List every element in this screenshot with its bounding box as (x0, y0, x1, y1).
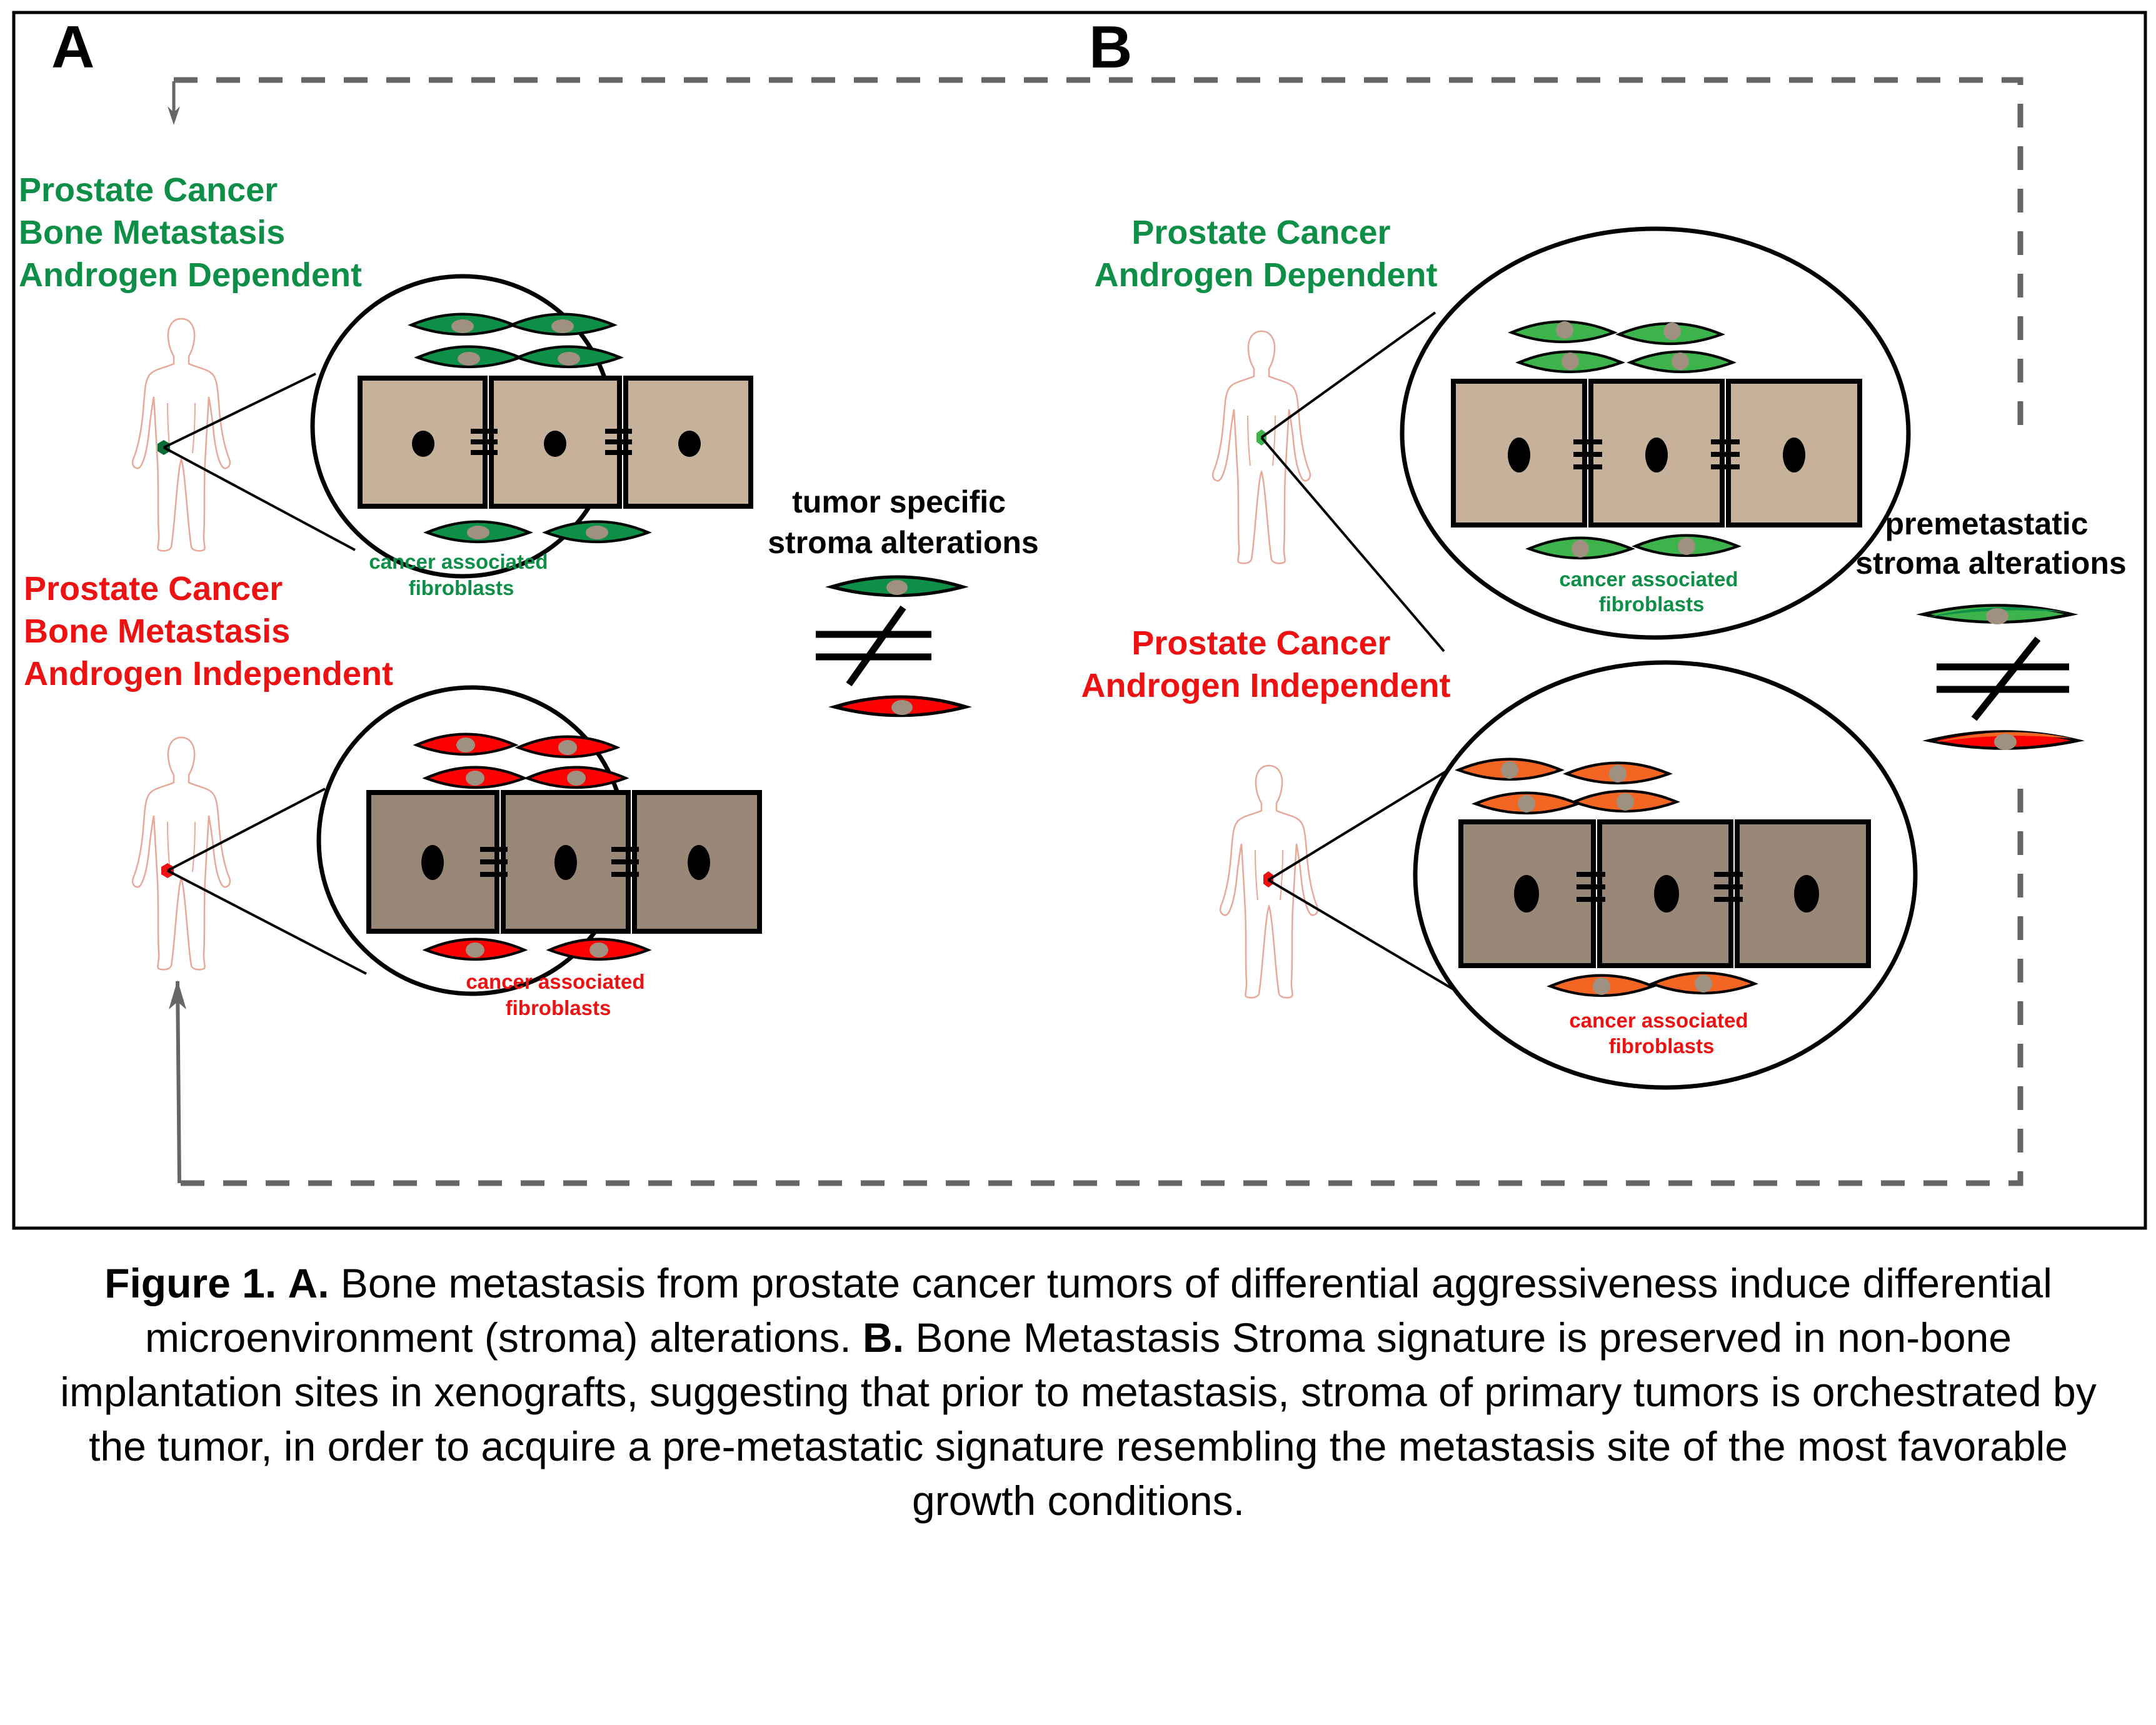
caf-label: cancer associated fibroblasts (369, 550, 553, 599)
fibroblast-cell-icon (831, 577, 966, 716)
panel-a-independent-label: Prostate Cancer Bone Metastasis Androgen… (24, 570, 393, 692)
dashed-top-line (174, 77, 2023, 438)
arrow-icon (168, 81, 186, 1184)
figure-frame (12, 11, 2147, 1230)
not-equal-icon (1937, 636, 2069, 721)
panel-a-dependent-label: Prostate Cancer Bone Metastasis Androgen… (19, 171, 362, 294)
caption-b-text: Bone Metastasis Stroma signature is pres… (60, 1314, 2097, 1524)
panel-letter-a: A (51, 14, 94, 81)
premetastatic-stroma-label: premetastatic stroma alterations (1855, 506, 2126, 581)
caption-b-label: B. (863, 1314, 905, 1361)
epithelial-cell-icon (1451, 379, 1862, 528)
not-equal-icon (816, 605, 931, 687)
human-body-outline-icon (131, 318, 231, 552)
panel-b-dependent-label: Prostate Cancer Androgen Dependent (1095, 214, 1438, 294)
caption-a-text: Bone metastasis from prostate cancer tum… (145, 1260, 2052, 1361)
epithelial-cell-icon (358, 376, 753, 509)
fibroblast-cell-icon (411, 314, 648, 542)
fibroblast-cell-icon (1512, 321, 1738, 558)
caption-a-label: A. (288, 1260, 329, 1306)
dashed-bottom-line (178, 789, 2023, 1186)
tumor-specific-stroma-label: tumor specific stroma alterations (768, 484, 1038, 560)
epithelial-cell-icon (1458, 819, 1871, 968)
caf-label: cancer associated fibroblasts (1569, 1009, 1753, 1058)
human-body-outline-icon (1211, 330, 1311, 564)
figure-caption: Figure 1. A. Bone metastasis from prosta… (38, 1256, 2119, 1528)
panel-b-independent-label: Prostate Cancer Androgen Independent (1081, 624, 1451, 704)
caf-label: cancer associated fibroblasts (1559, 568, 1743, 616)
epithelial-cell-icon (366, 790, 762, 934)
fibroblast-cell-icon (1458, 759, 1755, 996)
figure-diagram: A B Prostate Cancer Bone Metastasis Andr… (12, 11, 2147, 1230)
fibroblast-cell-icon (416, 734, 648, 959)
human-body-outline-icon (131, 736, 231, 971)
fibroblast-cell-icon (1923, 606, 2077, 751)
caf-label: cancer associated fibroblasts (466, 970, 650, 1019)
panel-letter-b: B (1089, 14, 1132, 81)
caption-figure-label: Figure 1. (104, 1260, 277, 1306)
